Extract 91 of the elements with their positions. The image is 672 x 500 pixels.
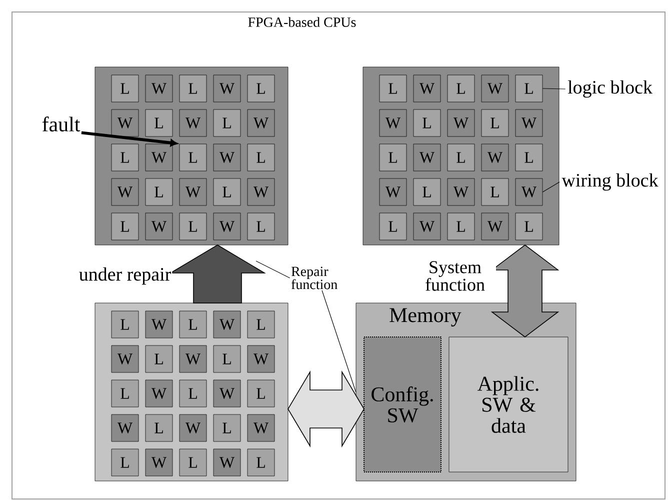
wiring-cell: W — [481, 74, 509, 102]
logic-cell: L — [247, 144, 275, 172]
logic-cell: L — [179, 74, 207, 102]
title: FPGA-based CPUs — [248, 17, 356, 27]
logic-cell: L — [111, 144, 139, 172]
wiring-cell: W — [247, 345, 275, 373]
wiring-cell: W — [179, 109, 207, 137]
logic-cell: L — [379, 74, 407, 102]
logic-cell: L — [179, 310, 207, 338]
wiring-cell: W — [111, 414, 139, 442]
wiring-cell: W — [247, 178, 275, 206]
logic-cell: L — [111, 212, 139, 240]
logic-cell: L — [111, 74, 139, 102]
wiring-cell: W — [515, 109, 543, 137]
leader-line — [542, 88, 566, 90]
logic-cell: L — [145, 414, 173, 442]
application-box: Applic. SW & data — [448, 336, 568, 472]
leader-line — [256, 260, 290, 278]
logic-cell: L — [179, 144, 207, 172]
wiring-cell: W — [111, 109, 139, 137]
logic-cell: L — [111, 310, 139, 338]
logic-cell: L — [413, 178, 441, 206]
edge-label: System function — [414, 260, 496, 292]
logic-cell: L — [379, 212, 407, 240]
wiring-cell: W — [213, 212, 241, 240]
logic-cell: L — [413, 109, 441, 137]
wiring-cell: W — [447, 178, 475, 206]
wiring-cell: W — [413, 144, 441, 172]
wiring-cell: W — [481, 144, 509, 172]
logic-cell: L — [447, 74, 475, 102]
logic-cell: L — [515, 74, 543, 102]
logic-cell: L — [515, 212, 543, 240]
wiring-cell: W — [145, 448, 173, 476]
logic-cell: L — [515, 144, 543, 172]
wiring-cell: W — [179, 414, 207, 442]
wiring-cell: W — [247, 109, 275, 137]
wiring-cell: W — [145, 144, 173, 172]
logic-cell: L — [481, 109, 509, 137]
callout-label: logic block — [568, 80, 652, 98]
wiring-cell: W — [379, 178, 407, 206]
leader-line — [542, 182, 560, 192]
wiring-cell: W — [213, 144, 241, 172]
arrow — [81, 131, 178, 146]
logic-cell: L — [213, 109, 241, 137]
block-arrow — [288, 370, 364, 448]
logic-cell: L — [179, 448, 207, 476]
callout-label: Repair function — [291, 266, 338, 290]
wiring-cell: W — [481, 212, 509, 240]
logic-cell: L — [111, 448, 139, 476]
wiring-cell: W — [111, 178, 139, 206]
logic-cell: L — [213, 414, 241, 442]
wiring-cell: W — [145, 212, 173, 240]
logic-cell: L — [247, 448, 275, 476]
logic-cell: L — [247, 380, 275, 408]
wiring-cell: W — [145, 74, 173, 102]
logic-cell: L — [447, 212, 475, 240]
logic-cell: L — [111, 380, 139, 408]
wiring-cell: W — [379, 109, 407, 137]
wiring-cell: W — [247, 414, 275, 442]
config-box: Config. SW — [364, 336, 442, 472]
edge-label: under repair — [78, 266, 172, 286]
wiring-cell: W — [413, 74, 441, 102]
logic-cell: L — [213, 178, 241, 206]
fault-label: fault — [42, 116, 80, 132]
logic-cell: L — [145, 178, 173, 206]
wiring-cell: W — [179, 345, 207, 373]
logic-cell: L — [145, 345, 173, 373]
logic-cell: L — [379, 144, 407, 172]
wiring-cell: W — [213, 310, 241, 338]
wiring-cell: W — [145, 310, 173, 338]
wiring-cell: W — [447, 109, 475, 137]
wiring-cell: W — [413, 212, 441, 240]
wiring-cell: W — [213, 380, 241, 408]
logic-cell: L — [213, 345, 241, 373]
wiring-cell: W — [213, 448, 241, 476]
wiring-cell: W — [145, 380, 173, 408]
wiring-cell: W — [515, 178, 543, 206]
wiring-cell: W — [179, 178, 207, 206]
logic-cell: L — [247, 310, 275, 338]
block-arrow — [169, 244, 266, 304]
callout-label: wiring block — [562, 173, 658, 191]
wiring-cell: W — [111, 345, 139, 373]
logic-cell: L — [179, 380, 207, 408]
logic-cell: L — [447, 144, 475, 172]
logic-cell: L — [179, 212, 207, 240]
logic-cell: L — [247, 212, 275, 240]
logic-cell: L — [145, 109, 173, 137]
logic-cell: L — [247, 74, 275, 102]
logic-cell: L — [481, 178, 509, 206]
wiring-cell: W — [213, 74, 241, 102]
block-arrow — [490, 244, 560, 338]
